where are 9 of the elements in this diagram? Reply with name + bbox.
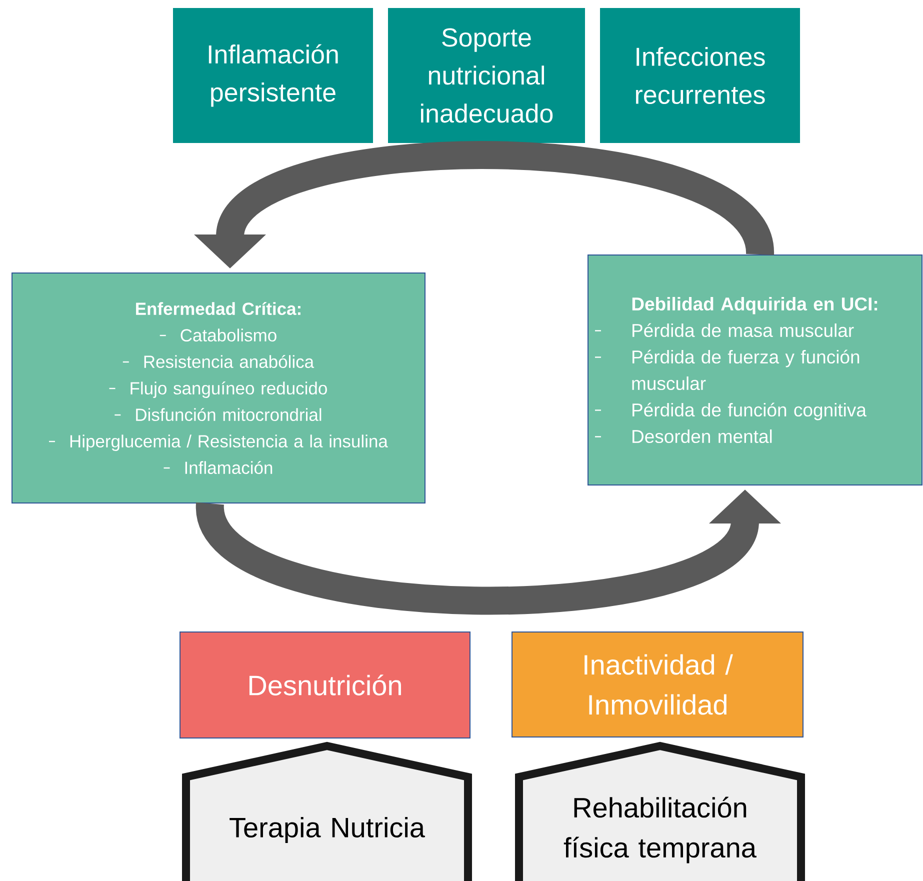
condition-box: Desnutrición (180, 632, 470, 738)
state-box: Debilidad Adquirida en UCI: Pérdida de masa muscular Pérdida de fuerza y función muscular Pérdida de función cognitiva Desorden mental (588, 254, 922, 486)
intervention-house: Terapia Nutricia (182, 742, 472, 881)
cause-box: Inflamación persistente (173, 8, 373, 143)
condition-box: Inactividad / Inmovilidad (512, 632, 804, 738)
cause-box: Infecciones recurrentes (600, 8, 800, 143)
cause-box: Soporte nutricional inadecuado (388, 8, 585, 143)
state-box: Enfermedad Crítica: Catabolismo Resistencia anabólica Flujo sanguíneo reducido Disfunción mitocrondrial Hiperglucemia / Resistencia a la insulina Inflamación (12, 272, 426, 504)
intervention-house: Rehabilitación física temprana (515, 742, 805, 881)
